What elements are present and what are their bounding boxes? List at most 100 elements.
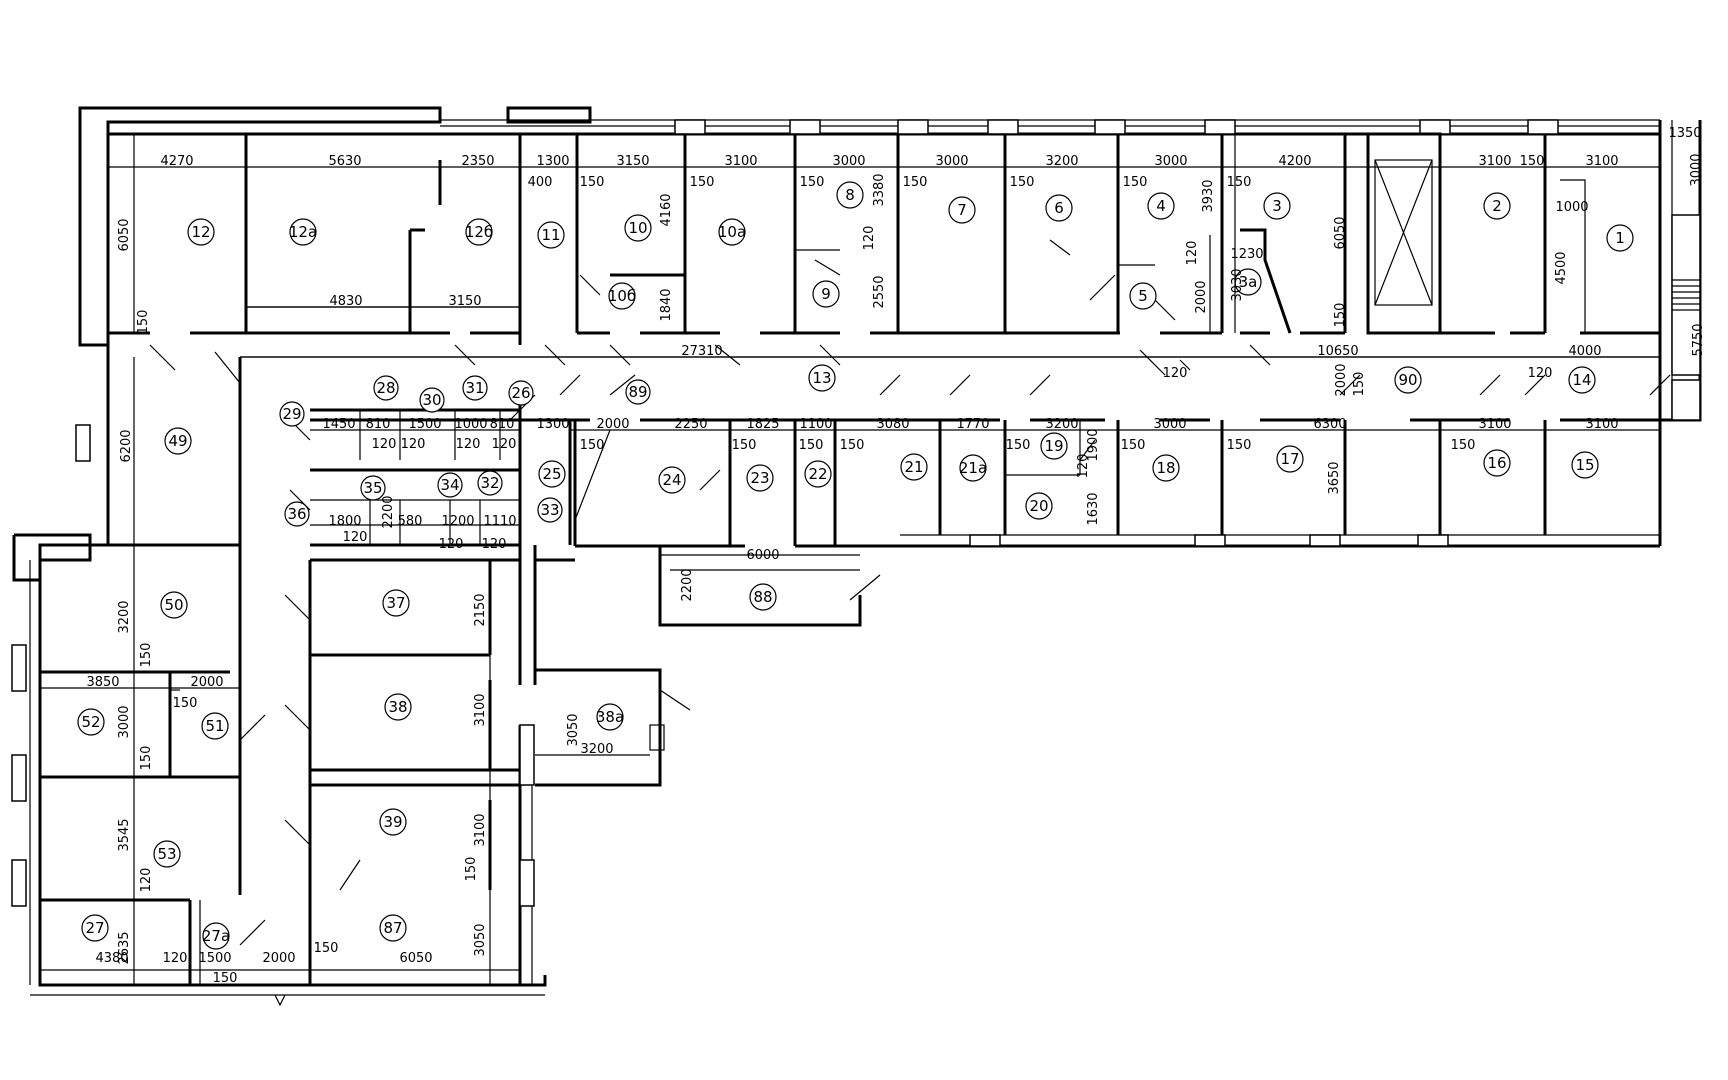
svg-text:810: 810 [366,417,391,432]
svg-text:3а: 3а [1239,273,1258,291]
svg-text:1500: 1500 [198,951,231,966]
svg-text:35: 35 [363,479,382,497]
svg-text:15: 15 [1575,456,1594,474]
svg-text:1500: 1500 [408,417,441,432]
svg-text:150: 150 [314,941,339,956]
room-16: 16 [1483,449,1511,477]
svg-text:150: 150 [1451,438,1476,453]
room-90: 90 [1394,366,1422,394]
room-21a: 21а [959,454,987,482]
svg-text:6200: 6200 [119,429,134,462]
svg-text:120: 120 [372,437,397,452]
svg-text:3150: 3150 [448,294,481,309]
svg-text:4270: 4270 [160,154,193,169]
room-13: 13 [808,364,836,392]
svg-text:3100: 3100 [724,154,757,169]
svg-text:3930: 3930 [1201,179,1216,212]
svg-text:3150: 3150 [616,154,649,169]
svg-text:4200: 4200 [1278,154,1311,169]
dimension-lines [40,134,1660,985]
svg-text:4000: 4000 [1568,344,1601,359]
svg-text:18: 18 [1156,459,1175,477]
svg-text:24: 24 [662,471,681,489]
svg-text:6000: 6000 [746,548,779,563]
svg-text:9: 9 [821,285,831,303]
svg-text:36: 36 [287,505,306,523]
door-swings [149,239,1671,946]
svg-text:22: 22 [808,465,827,483]
svg-text:3200: 3200 [580,742,613,757]
svg-text:90: 90 [1398,371,1417,389]
svg-text:3200: 3200 [1045,417,1078,432]
svg-text:3850: 3850 [86,675,119,690]
room-33: 33 [537,497,563,523]
svg-text:150: 150 [580,438,605,453]
svg-text:29: 29 [282,405,301,423]
room-4: 4 [1147,192,1175,220]
room-15: 15 [1571,451,1599,479]
room-38: 38 [384,693,412,721]
svg-text:120: 120 [439,537,464,552]
svg-text:120: 120 [1076,454,1091,479]
room-29: 29 [279,401,305,427]
svg-text:6300: 6300 [1313,417,1346,432]
svg-text:1840: 1840 [659,288,674,321]
room-39: 39 [379,808,407,836]
svg-text:20: 20 [1029,497,1048,515]
svg-text:150: 150 [580,175,605,190]
svg-text:23: 23 [750,469,769,487]
svg-text:53: 53 [157,845,176,863]
svg-text:150: 150 [139,746,154,771]
svg-text:400: 400 [528,175,553,190]
svg-text:1000: 1000 [1555,200,1588,215]
svg-text:8: 8 [845,186,855,204]
room-12a: 12а [289,218,317,246]
svg-text:1630: 1630 [1086,492,1101,525]
svg-text:150: 150 [213,971,238,986]
svg-text:2000: 2000 [1334,363,1349,396]
entry-stairs [1672,279,1700,311]
svg-text:17: 17 [1280,450,1299,468]
svg-text:38: 38 [388,698,407,716]
room-89: 89 [625,379,651,405]
svg-text:3080: 3080 [876,417,909,432]
left-wing-walls [40,357,665,985]
svg-text:13: 13 [812,369,831,387]
room-17: 17 [1276,445,1304,473]
svg-text:21: 21 [904,458,923,476]
svg-text:150: 150 [1227,438,1252,453]
svg-text:12б: 12б [465,223,493,241]
svg-text:5750: 5750 [1691,323,1706,356]
svg-text:120: 120 [456,437,481,452]
svg-text:150: 150 [173,696,198,711]
svg-text:39: 39 [383,813,402,831]
svg-text:150: 150 [464,857,479,882]
svg-text:150: 150 [903,175,928,190]
svg-text:3000: 3000 [1689,153,1704,186]
room-37: 37 [382,589,410,617]
svg-text:1800: 1800 [328,514,361,529]
room-20: 20 [1025,492,1053,520]
svg-text:6: 6 [1054,199,1064,217]
svg-text:34: 34 [440,476,459,494]
room-27: 27 [81,914,109,942]
room-26: 26 [508,380,534,406]
room-25: 25 [538,460,566,488]
svg-text:10: 10 [628,219,647,237]
room-52: 52 [77,708,105,736]
room-19: 19 [1040,432,1068,460]
svg-text:120: 120 [139,868,154,893]
svg-text:3650: 3650 [1327,461,1342,494]
room-88: 88 [749,583,777,611]
svg-text:150: 150 [139,643,154,668]
svg-text:1000: 1000 [454,417,487,432]
svg-text:30: 30 [422,391,441,409]
room-11: 11 [537,221,565,249]
room-34: 34 [437,472,463,498]
svg-text:1350: 1350 [1668,126,1701,141]
svg-text:16: 16 [1487,454,1506,472]
room-23: 23 [746,464,774,492]
svg-text:4830: 4830 [329,294,362,309]
svg-text:150: 150 [1123,175,1148,190]
